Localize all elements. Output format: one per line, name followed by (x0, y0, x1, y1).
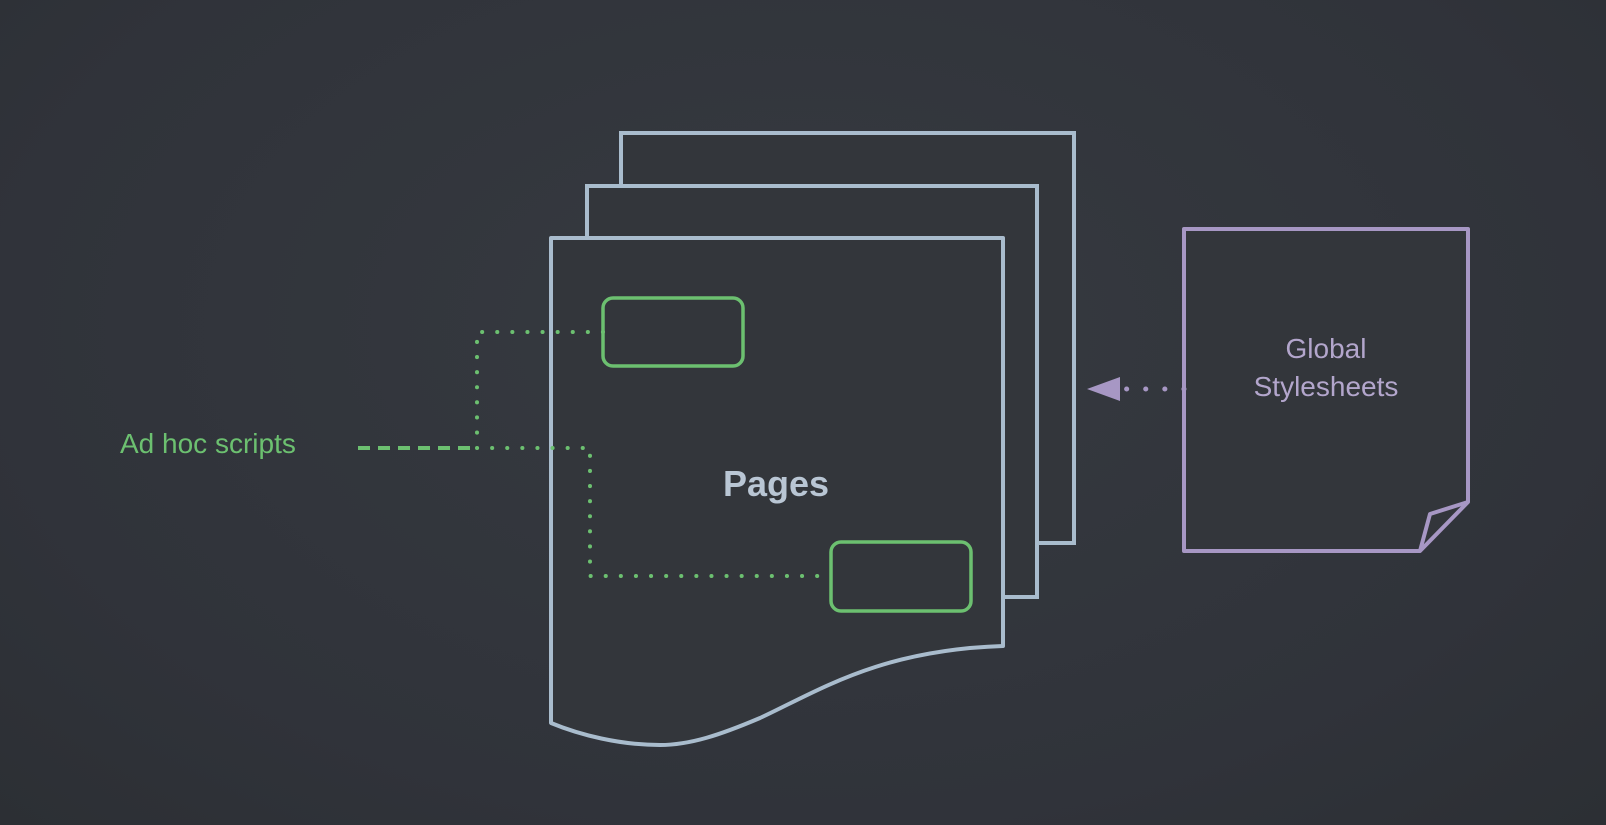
ad-hoc-scripts-label: Ad hoc scripts (120, 428, 296, 459)
script-block-bottom (829, 540, 973, 613)
global-stylesheets-label-line2: Stylesheets (1254, 371, 1399, 402)
folded-corner (1418, 500, 1469, 552)
stylesheet-sheet (1182, 227, 1470, 553)
pages-label: Pages (723, 463, 829, 504)
stylesheet-arrowhead-icon (1087, 377, 1120, 401)
global-stylesheets-label-line1: Global (1286, 333, 1367, 364)
dotted-connector-bottom (475, 446, 833, 578)
